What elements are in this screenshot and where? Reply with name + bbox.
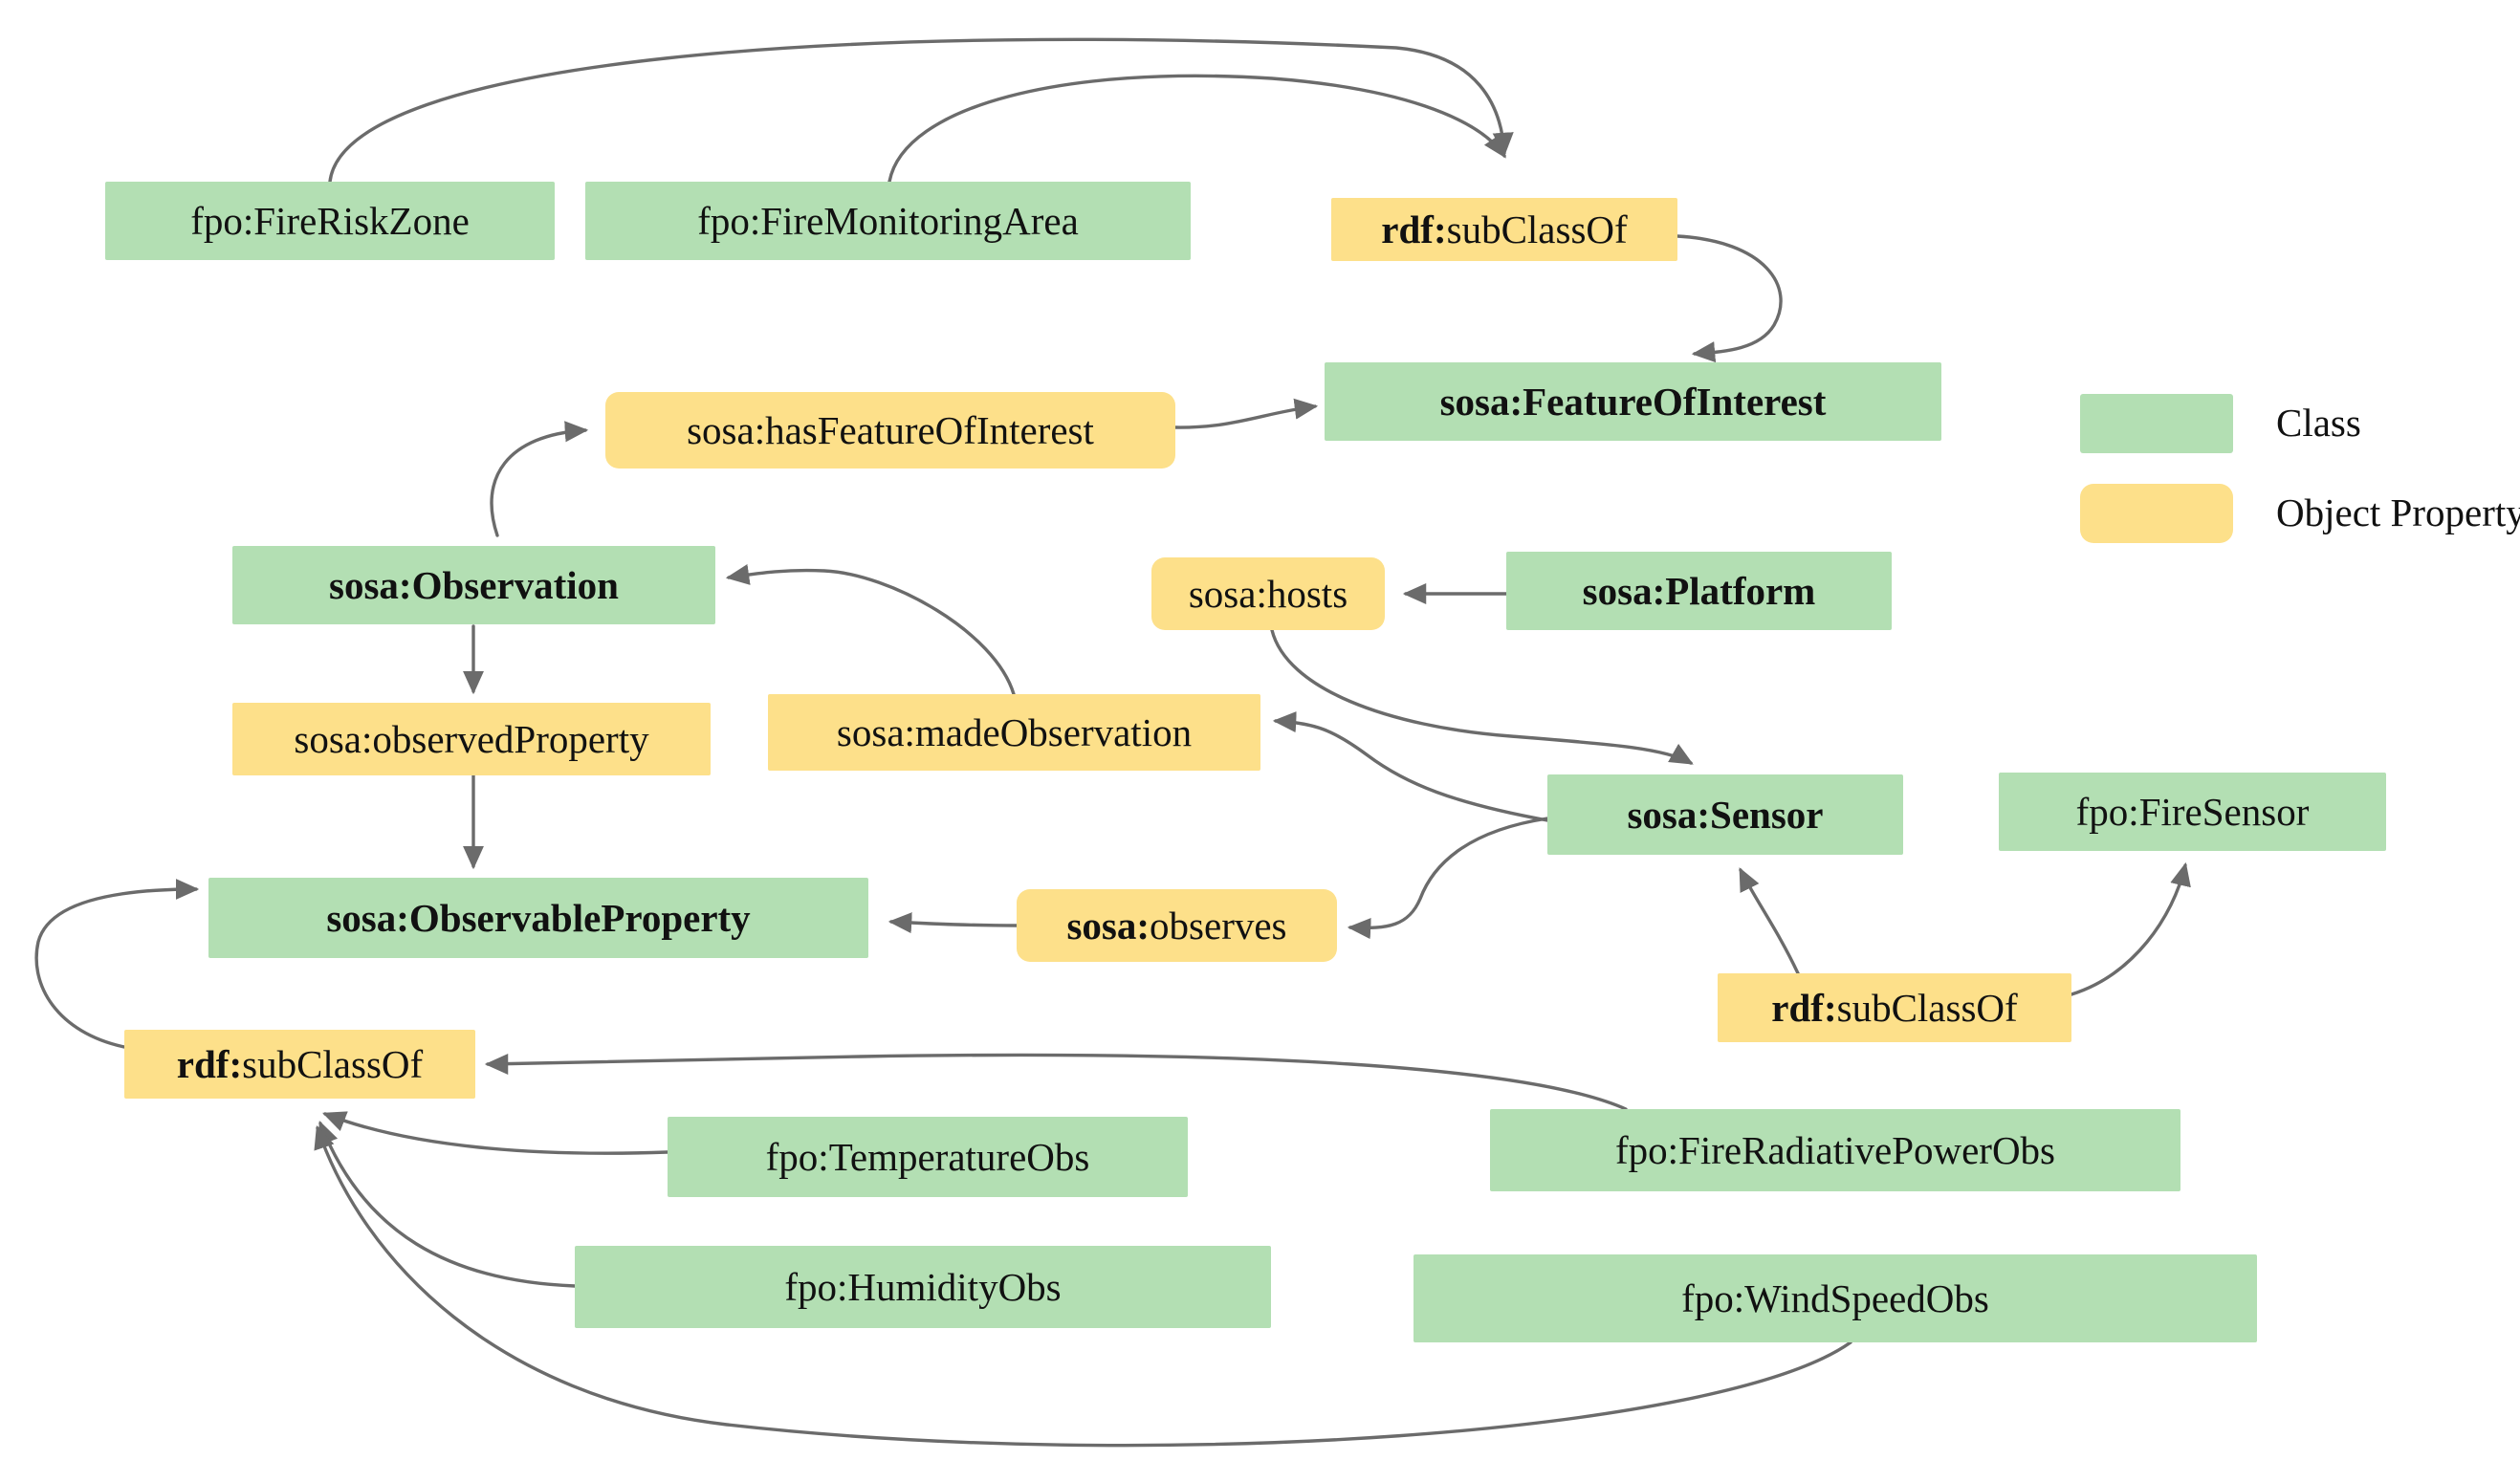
- node-label-prefix: rdf:: [1771, 985, 1837, 1030]
- node-observableProperty[interactable]: sosa: ObservableProperty: [208, 878, 868, 958]
- node-label-local: FireRadiativePowerObs: [1678, 1127, 2056, 1172]
- node-label-prefix: sosa:: [329, 562, 412, 607]
- node-platform[interactable]: sosa:Platform: [1506, 552, 1892, 630]
- node-label-prefix: fpo:: [765, 1134, 829, 1179]
- node-fireSensor[interactable]: fpo:FireSensor: [1999, 773, 2386, 851]
- edge-observes-observableProperty: [887, 912, 1019, 934]
- edge-madeObservation-observation: [725, 564, 1016, 696]
- edge-humidityObs-subClassOfObs: [318, 1121, 577, 1288]
- node-label-prefix: sosa:: [687, 407, 766, 452]
- edge-fireRiskZone-subClassOf: [328, 37, 1514, 184]
- node-label-local: Sensor: [1710, 792, 1824, 837]
- node-observes[interactable]: sosa:observes: [1017, 889, 1337, 962]
- node-label-local: Platform: [1665, 568, 1816, 613]
- node-label-prefix: fpo:: [1681, 1275, 1745, 1320]
- node-label-prefix: fpo:: [697, 198, 761, 243]
- node-fireRiskZone[interactable]: fpo:FireRiskZone: [105, 182, 555, 260]
- node-label-local: HumidityObs: [847, 1264, 1062, 1309]
- node-fireRadiativePowerObs[interactable]: fpo:FireRadiativePowerObs: [1490, 1109, 2180, 1191]
- node-label-local: Observation: [411, 562, 619, 607]
- edge-hosts-sensor: [1270, 628, 1694, 765]
- node-fireMonitoringArea[interactable]: fpo:FireMonitoringArea: [585, 182, 1191, 260]
- edge-fireMonitoringArea-subClassOf: [887, 74, 1506, 184]
- node-windSpeedObs[interactable]: fpo:WindSpeedObs: [1413, 1254, 2257, 1342]
- node-label-prefix: sosa:: [1439, 379, 1523, 424]
- node-observation[interactable]: sosa: Observation: [232, 546, 715, 624]
- node-madeObservation[interactable]: sosa:madeObservation: [768, 694, 1260, 771]
- edge-subClassOfSensor-fireSensor: [2070, 861, 2191, 996]
- node-label-prefix: sosa:: [1627, 792, 1711, 837]
- node-subClassOfTop[interactable]: rdf:subClassOf: [1331, 198, 1677, 261]
- node-label-local: FireSensor: [2138, 789, 2310, 834]
- node-label-prefix: sosa:: [1188, 571, 1267, 616]
- node-humidityObs[interactable]: fpo:HumidityObs: [575, 1246, 1271, 1328]
- edge-sensor-observes: [1347, 817, 1549, 940]
- node-hasFeatureOfInterest[interactable]: sosa:hasFeatureOfInterest: [605, 392, 1175, 469]
- edge-fireRadiativePowerObs-subClassOfObs: [484, 1053, 1628, 1111]
- node-label-local: FeatureOfInterest: [1523, 379, 1827, 424]
- node-label-local: FireRiskZone: [253, 198, 470, 243]
- node-label-prefix: sosa:: [836, 709, 915, 754]
- class-swatch: [2080, 394, 2233, 453]
- node-label-local: observedProperty: [372, 716, 649, 761]
- node-featureOfInterest[interactable]: sosa: FeatureOfInterest: [1325, 362, 1941, 441]
- edge-subClassOf-featureOfInterest: [1676, 234, 1783, 363]
- node-sensor[interactable]: sosa:Sensor: [1547, 774, 1903, 855]
- edge-temperatureObs-subClassOfObs: [322, 1111, 669, 1155]
- node-observedProperty[interactable]: sosa:observedProperty: [232, 703, 711, 775]
- edge-subClassOfSensor-sensor: [1739, 867, 1800, 975]
- node-label-prefix: rdf:: [176, 1041, 243, 1086]
- edge-hasFeatureOfInterest-featureOfInterest: [1173, 398, 1319, 429]
- node-label-local: ObservableProperty: [408, 895, 751, 940]
- node-label-local: TemperatureObs: [828, 1134, 1090, 1179]
- node-label-prefix: sosa:: [326, 895, 409, 940]
- legend-label-class: Class: [2276, 401, 2361, 445]
- node-label-prefix: fpo:: [190, 198, 254, 243]
- legend-label-object-property: Object Property: [2276, 490, 2520, 534]
- node-label-local: subClassOf: [1836, 985, 2018, 1030]
- node-label-prefix: sosa:: [1582, 568, 1666, 613]
- node-subClassOfObs[interactable]: rdf:subClassOf: [124, 1030, 475, 1099]
- node-label-local: WindSpeedObs: [1744, 1275, 1989, 1320]
- edge-windSpeedObs-subClassOfObs: [314, 1124, 1852, 1448]
- edge-sensor-madeObservation: [1272, 711, 1549, 822]
- node-label-prefix: fpo:: [784, 1264, 848, 1309]
- node-subClassOfSensor[interactable]: rdf:subClassOf: [1718, 973, 2071, 1042]
- node-label-local: hasFeatureOfInterest: [765, 407, 1094, 452]
- node-label-local: subClassOf: [242, 1041, 424, 1086]
- node-label-prefix: fpo:: [2075, 789, 2139, 834]
- node-label-local: madeObservation: [914, 709, 1193, 754]
- edge-observation-hasFeatureOfInterest: [490, 421, 589, 537]
- node-label-prefix: rdf:: [1381, 207, 1447, 251]
- node-label-local: subClassOf: [1446, 207, 1628, 251]
- node-label-local: FireMonitoringArea: [760, 198, 1079, 243]
- object-property-swatch: [2080, 484, 2233, 543]
- node-temperatureObs[interactable]: fpo:TemperatureObs: [668, 1117, 1188, 1197]
- node-label-prefix: sosa:: [294, 716, 373, 761]
- node-label-prefix: fpo:: [1614, 1127, 1679, 1172]
- node-hosts[interactable]: sosa:hosts: [1151, 557, 1385, 630]
- node-label-prefix: sosa:: [1066, 903, 1150, 948]
- edge-subClassOfObs-observableProperty: [34, 878, 200, 1049]
- node-label-local: hosts: [1266, 571, 1348, 616]
- node-label-local: observes: [1150, 903, 1287, 948]
